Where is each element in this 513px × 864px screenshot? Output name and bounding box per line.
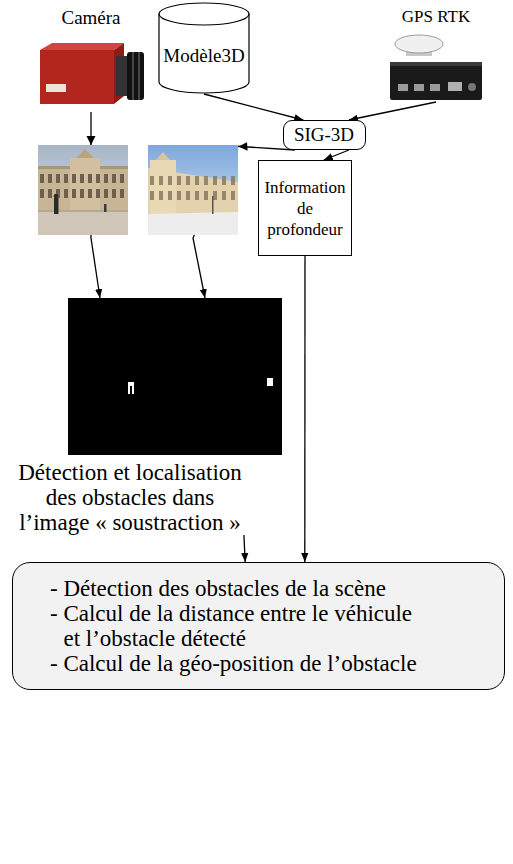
black-image <box>68 298 282 455</box>
result-item: - Détection des obstacles de la scène <box>50 576 423 601</box>
camera-icon <box>36 40 146 112</box>
arrow-connector <box>304 256 306 562</box>
result-item: - Calcul de la distance entre le véhicul… <box>50 601 423 651</box>
process-box: SIG-3D <box>283 120 366 150</box>
arrow-head <box>239 142 248 151</box>
data-box: Information de profondeur <box>258 160 352 256</box>
result-item: - Calcul de la géo-position de l’obstacl… <box>50 651 423 676</box>
camera-photo <box>38 145 128 235</box>
synthetic-image <box>148 145 238 235</box>
process-label: SIG-3D <box>294 124 354 146</box>
gps-icon <box>386 32 486 102</box>
arrow-connector <box>204 94 303 120</box>
database-cylinder: Modèle3D <box>158 2 250 94</box>
device-label: Caméra <box>36 6 146 30</box>
arrow-connector <box>324 150 349 160</box>
device-label: GPS RTK <box>386 6 486 28</box>
obstacle-blobs <box>68 298 282 455</box>
arrow-head <box>87 136 96 145</box>
subtraction-image: Détection et localisation des obstacles … <box>10 298 282 535</box>
data-label: Information de profondeur <box>263 177 347 240</box>
database-label: Modèle3D <box>163 44 244 67</box>
gps-device: GPS RTK <box>386 6 486 102</box>
arrow-connector <box>244 535 245 562</box>
image-caption: Détection et localisation des obstacles … <box>13 460 247 535</box>
camera-device: Caméra <box>36 6 146 112</box>
result-box: - Détection des obstacles de la scène- C… <box>12 562 505 690</box>
arrow-connector <box>349 102 436 120</box>
